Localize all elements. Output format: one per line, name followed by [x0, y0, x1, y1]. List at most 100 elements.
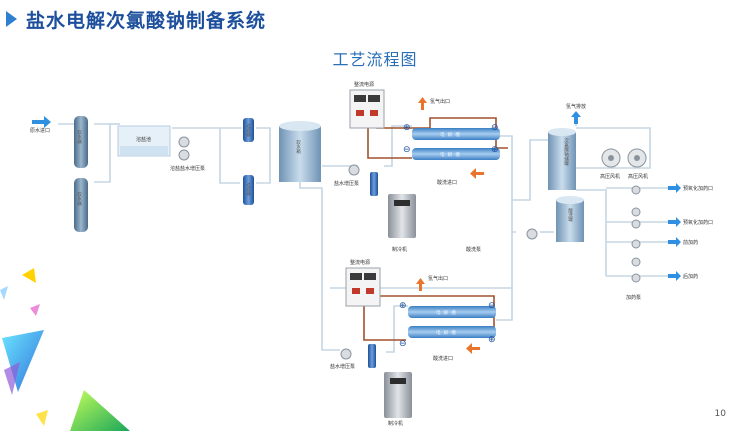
dosing-2-arrow-icon — [668, 217, 681, 227]
soft-water-tank: 软水箱 — [279, 121, 321, 182]
naclo-tank-label: 次氯酸钠储罐 — [564, 137, 569, 167]
cell-bottom-2-label: 电解槽 — [436, 329, 459, 336]
hydrogen-exhaust: 氢气排放 — [566, 103, 586, 124]
power-supply-bottom: 整流电源 — [345, 259, 381, 307]
dosing-outlets: 预氧化加药口 预氧化加药口 前加药 后加药 — [668, 183, 713, 281]
cell-bottom-1 — [408, 306, 496, 318]
pipe-bot-cells-out — [496, 232, 513, 321]
page-header: 盐水电解次氯酸钠制备系统 — [6, 6, 266, 32]
hydrogen-outlet-bottom: 氢气出口 — [416, 275, 448, 291]
acid-tank-body — [556, 200, 584, 242]
dissolve-pump-a-icon — [178, 136, 190, 148]
filter-1: 过滤器 — [243, 118, 254, 142]
dc-line-bottom — [363, 306, 406, 341]
dosing-pumps-label: 加药泵 — [626, 294, 641, 301]
brine-booster-bottom-filter — [368, 344, 376, 368]
cell-bottom-1-label: 电解槽 — [436, 309, 459, 316]
softener-1-label: 软水器 — [77, 129, 82, 145]
deco-triangle-purple — [4, 362, 20, 395]
pipe-to-naclo — [512, 139, 548, 201]
brine-tank-label: 溶盐池 — [136, 136, 151, 143]
blower-2: 高压风机 — [627, 148, 648, 180]
dosing-3-label: 前加药 — [683, 239, 698, 246]
cell-bottom-plus-icon: ⊕ — [399, 301, 407, 311]
brine-booster-top-label: 盐水增压泵 — [334, 180, 359, 187]
power-top-display-a — [354, 95, 366, 102]
exhaust-arrow-icon — [571, 111, 581, 124]
naclo-tank-top — [548, 128, 576, 136]
dosing-pumps: 加药泵 — [626, 185, 641, 301]
brine-booster-bottom-icon — [340, 348, 352, 360]
dosing-pump-1-icon — [631, 185, 641, 195]
acid-bottom-label: 酸洗进口 — [433, 355, 453, 362]
softener-2: 软水器 — [74, 178, 88, 232]
softener-2-body — [74, 178, 88, 232]
acid-inlet-bottom: 酸洗进口 — [433, 343, 480, 362]
brine-booster-top: 盐水增压泵 — [334, 164, 378, 196]
cell-top-plus-icon: ⊕ — [403, 123, 411, 133]
filter-2-label: 过滤器 — [246, 181, 251, 197]
brine-booster-bottom: 盐水增压泵 — [330, 344, 376, 370]
dosing-2-label: 预氧化加药口 — [683, 219, 713, 226]
pipe-tank-out — [299, 180, 340, 351]
cell-top-2 — [412, 148, 500, 160]
brine-tank: 溶盐池 — [117, 125, 171, 157]
page-number: 10 — [714, 409, 726, 419]
cell-top-1 — [412, 128, 500, 140]
chiller-bottom-panel — [390, 378, 406, 384]
acid-pump-icon — [526, 228, 538, 240]
power-bottom-knob-a — [352, 288, 360, 294]
soft-water-tank-body — [279, 126, 321, 182]
dissolve-pump-label: 溶盐盐水增压泵 — [170, 165, 205, 172]
filter-1-label: 过滤器 — [246, 122, 251, 138]
filter-2: 过滤器 — [243, 175, 254, 205]
power-top-label: 整流电源 — [354, 81, 374, 88]
dosing-3-arrow-icon — [668, 237, 681, 247]
hydrogen-bottom-label: 氢气出口 — [428, 275, 448, 282]
power-supply-top: 整流电源 — [349, 81, 385, 129]
soft-water-tank-top — [279, 121, 321, 131]
softener-2-label: 软水器 — [77, 191, 82, 207]
pipe-brine-to-filters — [172, 127, 240, 184]
chiller-top: 制冷机 — [388, 194, 416, 253]
hydrogen-top-label: 氢气出口 — [430, 98, 450, 105]
acid-top-arrow-icon — [470, 168, 484, 179]
inlet-arrow-icon — [32, 116, 51, 128]
brine-booster-top-filter — [370, 172, 378, 196]
naclo-tank: 次氯酸钠储罐 — [548, 128, 576, 190]
acid-bottom-arrow-icon — [466, 343, 480, 354]
acid-tank: 酸洗罐 — [556, 196, 584, 242]
pipe-bot-cells-in — [386, 305, 408, 353]
chiller-bottom-label: 制冷机 — [388, 420, 403, 427]
title-arrow-icon — [6, 11, 17, 27]
filter-1-body — [243, 118, 254, 142]
dosing-pump-2-icon — [631, 207, 641, 217]
dosing-pump-6-icon — [631, 273, 641, 283]
dosing-4-arrow-icon — [668, 271, 681, 281]
blower-2-hub — [634, 155, 640, 161]
blower-1: 高压风机 — [600, 148, 621, 180]
blower-2-label: 高压风机 — [628, 173, 648, 180]
blower-1-label: 高压风机 — [600, 173, 620, 180]
brine-tank-water — [120, 146, 168, 155]
chiller-top-panel — [394, 200, 410, 206]
dosing-1-arrow-icon — [668, 183, 681, 193]
deco-triangle-green — [70, 390, 130, 431]
power-top-knob-a — [356, 110, 364, 116]
dosing-pump-3-icon — [631, 219, 641, 229]
hydrogen-outlet-top: 氢气出口 — [418, 97, 450, 110]
acid-pump: 酸洗泵 — [466, 228, 538, 253]
dosing-1-label: 预氧化加药口 — [683, 185, 713, 192]
electrolytic-cells-bottom: 电解槽 电解槽 ⊕ ⊖ ⊖ ⊕ — [399, 301, 496, 349]
raw-water-inlet: 原水进口 — [30, 116, 51, 134]
acid-top-label: 酸洗进口 — [437, 179, 457, 186]
acid-inlet-top: 酸洗进口 — [437, 168, 484, 186]
cell-top-1-label: 电解槽 — [440, 131, 463, 138]
cell-bottom-minus-right-icon: ⊖ — [488, 301, 496, 311]
electrolytic-cells-top: 电解槽 电解槽 ⊕ ⊖ ⊕ ⊖ — [403, 123, 500, 160]
deco-triangle-blue — [2, 330, 44, 392]
filter-2-body — [243, 175, 254, 205]
power-bottom-display-a — [350, 273, 362, 280]
brine-booster-bottom-label: 盐水增压泵 — [330, 363, 355, 370]
hydrogen-bottom-arrow-icon — [416, 278, 425, 291]
